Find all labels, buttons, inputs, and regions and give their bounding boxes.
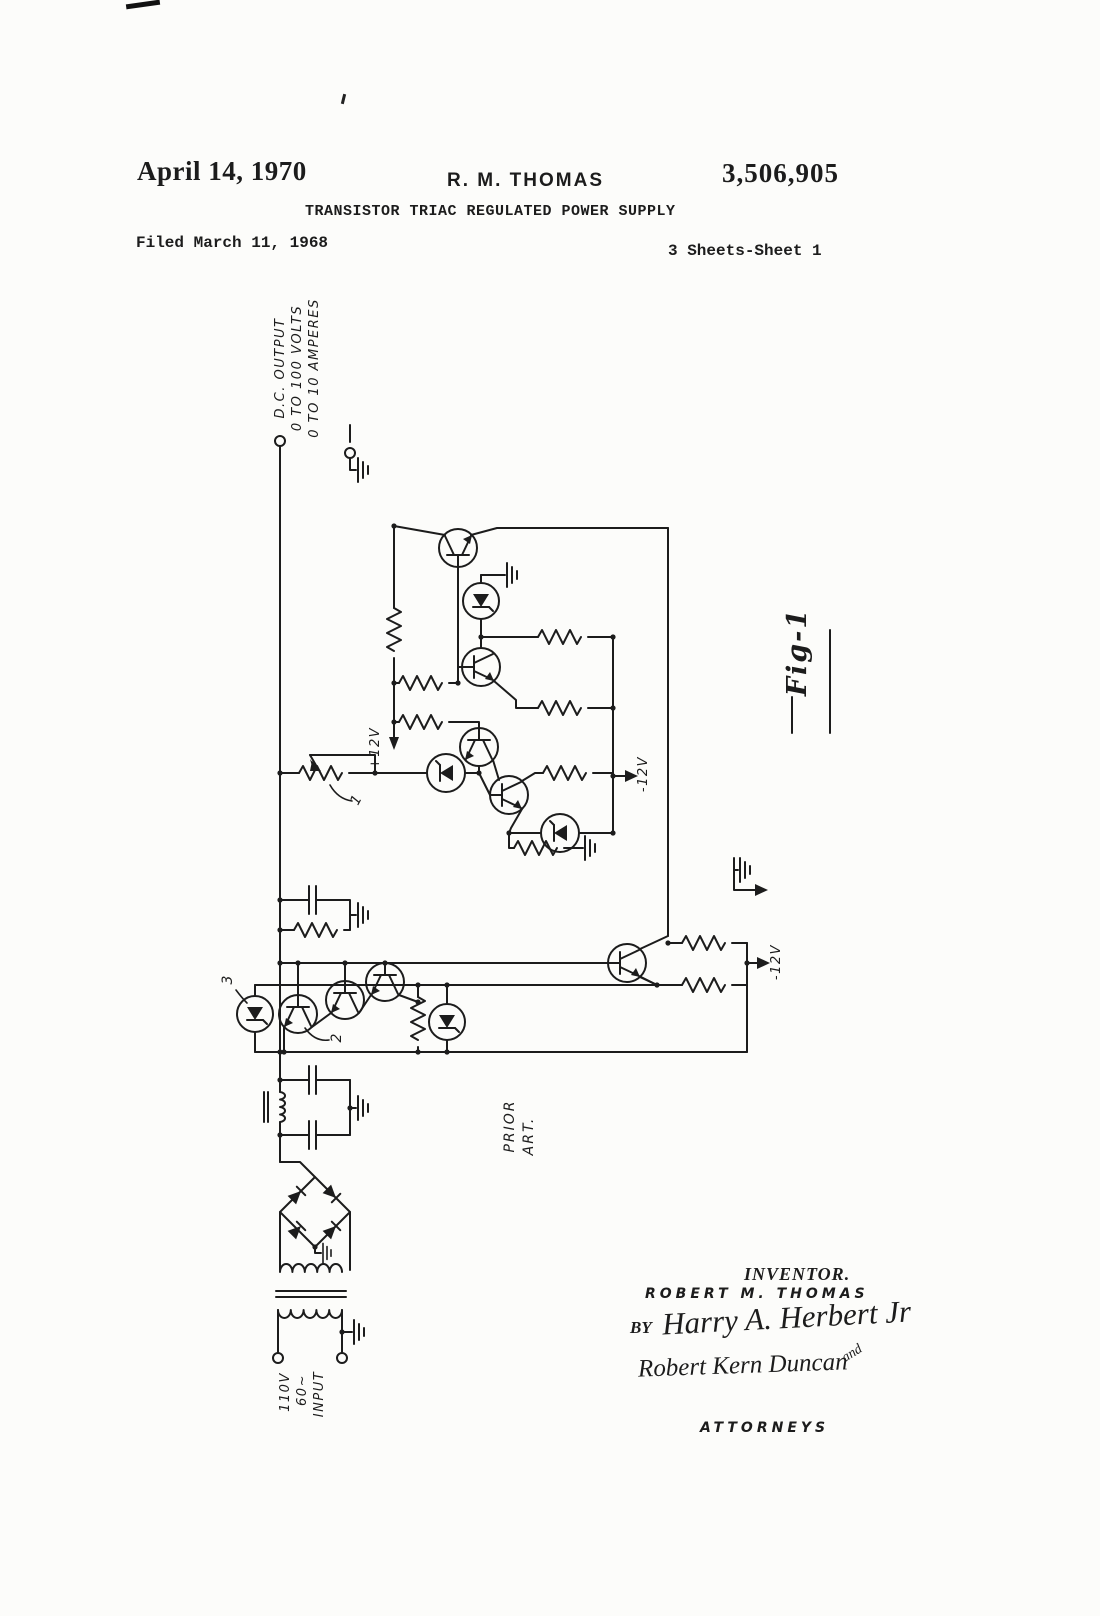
svg-text:110V: 110V — [278, 1372, 293, 1412]
minus-12v-lower-label: -12V — [769, 944, 784, 980]
transistor-symbol — [325, 980, 365, 1020]
zener-diode-symbol — [462, 582, 500, 620]
transistor-symbol — [438, 528, 478, 568]
inventor-name: ROBERT M. THOMAS — [645, 1286, 869, 1302]
svg-text:INPUT: INPUT — [312, 1371, 327, 1417]
dc-output-label: D.C. OUTPUT 0 TO 100 VOLTS 0 TO 10 AMPER… — [273, 298, 322, 438]
supply-arrows — [389, 737, 770, 969]
svg-text:2: 2 — [329, 1033, 345, 1042]
patent-number: 3,506,905 — [722, 158, 839, 188]
zener-diode-symbol — [540, 813, 580, 853]
thyristor-symbol — [236, 995, 274, 1033]
capacitors — [308, 885, 317, 1150]
svg-text:0 TO 100 VOLTS: 0 TO 100 VOLTS — [290, 305, 305, 431]
input-label: 110V 60~ INPUT — [278, 1371, 327, 1417]
inventor-caption: INVENTOR. — [744, 1264, 851, 1284]
wires — [254, 445, 758, 1353]
svg-text:Fig-1: Fig-1 — [782, 608, 813, 697]
transistor-symbol — [459, 727, 499, 767]
dc-output-terminal — [274, 435, 286, 447]
svg-text:60~: 60~ — [295, 1374, 310, 1406]
bridge-rectifier — [286, 1183, 342, 1241]
prior-art-label: PRIOR ART. — [502, 1099, 537, 1156]
inductor — [263, 1091, 286, 1123]
zener-diode-symbol — [426, 753, 466, 793]
transistor-symbol — [461, 647, 501, 687]
svg-text:PRIOR: PRIOR — [502, 1099, 518, 1152]
figure-label: Fig-1 — [782, 608, 831, 734]
svg-text:ART.: ART. — [521, 1117, 537, 1157]
transistor-symbol — [278, 994, 318, 1034]
plus-12v-label: +12V — [368, 727, 383, 769]
ground-symbols — [322, 562, 751, 1345]
issue-date: April 14, 1970 — [137, 156, 307, 186]
filed-date: Filed March 11, 1968 — [136, 234, 329, 252]
resistors — [293, 607, 726, 1041]
thyristor-symbol — [428, 1003, 466, 1041]
svg-text:D.C. OUTPUT: D.C. OUTPUT — [273, 318, 288, 419]
patent-title: TRANSISTOR TRIAC REGULATED POWER SUPPLY — [305, 203, 676, 220]
input-terminals — [272, 1352, 348, 1364]
minus-12v-upper-label: -12V — [636, 756, 651, 792]
junction-dots — [277, 523, 750, 1335]
reference-numerals: 1 2 3 — [220, 784, 366, 1042]
ground-terminal — [344, 424, 369, 483]
author-name: R. M. THOMAS — [447, 170, 604, 191]
attorneys-caption: ATTORNEYS — [700, 1420, 830, 1436]
svg-text:0 TO 10 AMPERES: 0 TO 10 AMPERES — [307, 298, 322, 438]
sheet-info: 3 Sheets-Sheet 1 — [668, 242, 822, 260]
potentiometer — [298, 759, 343, 781]
svg-text:3: 3 — [220, 976, 236, 985]
by-label: BY — [630, 1318, 652, 1337]
zener-diodes — [236, 582, 580, 1041]
transistor-symbol — [489, 775, 529, 815]
transistor-symbol — [365, 962, 405, 1002]
transistor-symbol — [607, 943, 647, 983]
